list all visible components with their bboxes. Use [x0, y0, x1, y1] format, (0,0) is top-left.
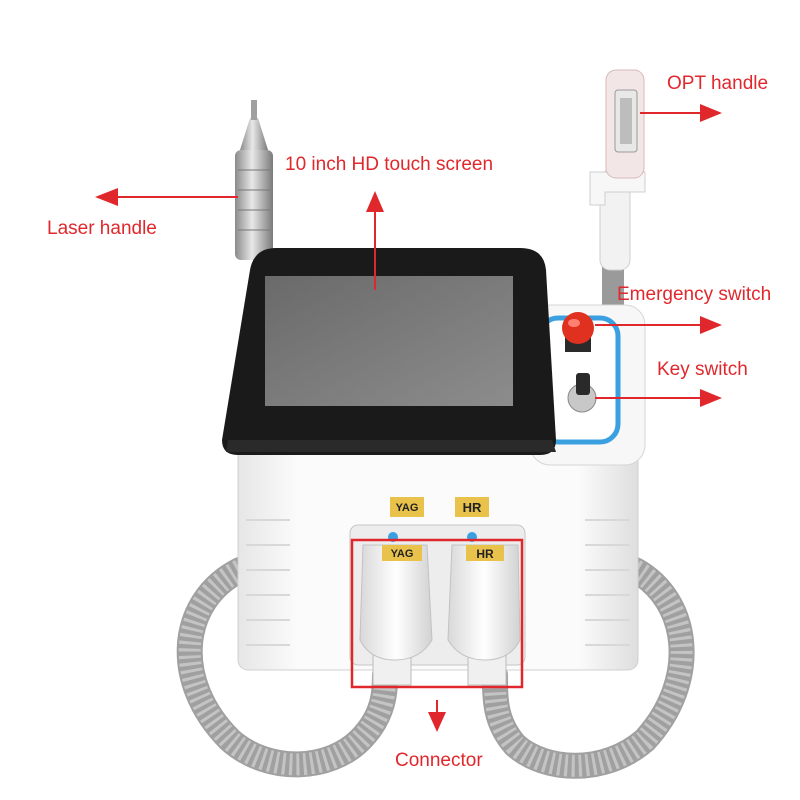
key-switch-arrowhead [700, 389, 722, 407]
opt-handle [589, 69, 646, 310]
right-hose [482, 557, 695, 779]
laser-handle-label: Laser handle [47, 218, 157, 239]
hr-connector-plug[interactable] [447, 544, 521, 686]
emergency-switch[interactable] [562, 312, 594, 352]
emergency-switch-label: Emergency switch [617, 284, 772, 305]
hr-panel-label-bg [455, 497, 489, 517]
annotation-arrows [95, 104, 722, 732]
opt-handle-arrowhead [700, 104, 722, 122]
connector-label: Connector [395, 750, 483, 771]
connector-highlight-box [350, 538, 524, 689]
left-hose [176, 557, 398, 778]
yag-connector-plug[interactable] [359, 544, 433, 686]
hr-plug-label: HR [476, 547, 494, 561]
laser-handle [235, 100, 273, 260]
key-switch[interactable] [567, 373, 597, 413]
touch-screen-arrowhead [366, 191, 384, 212]
yag-panel-label-bg [390, 497, 424, 517]
connector-arrowhead [428, 712, 446, 732]
yag-plug-label: YAG [391, 548, 414, 560]
touch-screen[interactable] [222, 248, 556, 455]
laser-handle-arrowhead [95, 188, 118, 206]
body-vents [246, 519, 630, 646]
key-switch-label: Key switch [657, 359, 748, 380]
opt-handle-label: OPT handle [667, 73, 769, 94]
emergency-switch-arrowhead [700, 316, 722, 334]
yag-panel-label: YAG [396, 502, 419, 514]
hr-panel-label: HR [463, 500, 482, 515]
touch-screen-label: 10 inch HD touch screen [285, 154, 494, 175]
